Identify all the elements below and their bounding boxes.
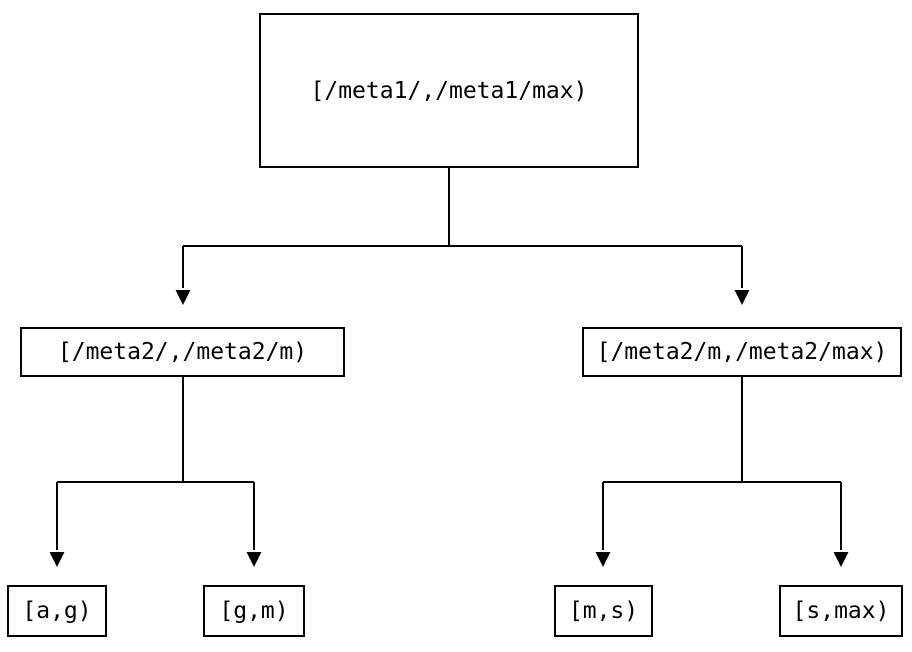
node-leaf-smax-label: [s,max): [792, 598, 890, 624]
arrow-down-icon: [595, 552, 611, 567]
arrow-down-icon: [734, 290, 750, 305]
node-leaf-ms-label: [m,s): [568, 598, 639, 624]
node-root-label: [/meta1/,/meta1/max): [310, 77, 588, 104]
edge-meta2high-to-leaves: [595, 377, 849, 567]
node-leaf-ag: [a,g): [7, 585, 107, 637]
edge-meta2low-to-leaves: [49, 377, 262, 567]
node-leaf-ag-label: [a,g): [22, 598, 92, 624]
node-meta2-high: [/meta2/m,/meta2/max): [582, 327, 902, 377]
arrow-down-icon: [246, 552, 262, 567]
node-meta2-high-label: [/meta2/m,/meta2/max): [596, 339, 888, 365]
node-leaf-ms: [m,s): [554, 585, 653, 637]
arrow-down-icon: [833, 552, 849, 567]
arrow-down-icon: [175, 290, 191, 305]
arrow-down-icon: [49, 552, 65, 567]
node-leaf-gm: [g,m): [203, 585, 305, 637]
node-leaf-gm-label: [g,m): [219, 598, 289, 624]
node-leaf-smax: [s,max): [779, 585, 903, 637]
node-root: [/meta1/,/meta1/max): [259, 13, 639, 168]
edge-root-to-children: [175, 168, 750, 305]
node-meta2-low: [/meta2/,/meta2/m): [20, 327, 345, 377]
node-meta2-low-label: [/meta2/,/meta2/m): [57, 339, 308, 365]
